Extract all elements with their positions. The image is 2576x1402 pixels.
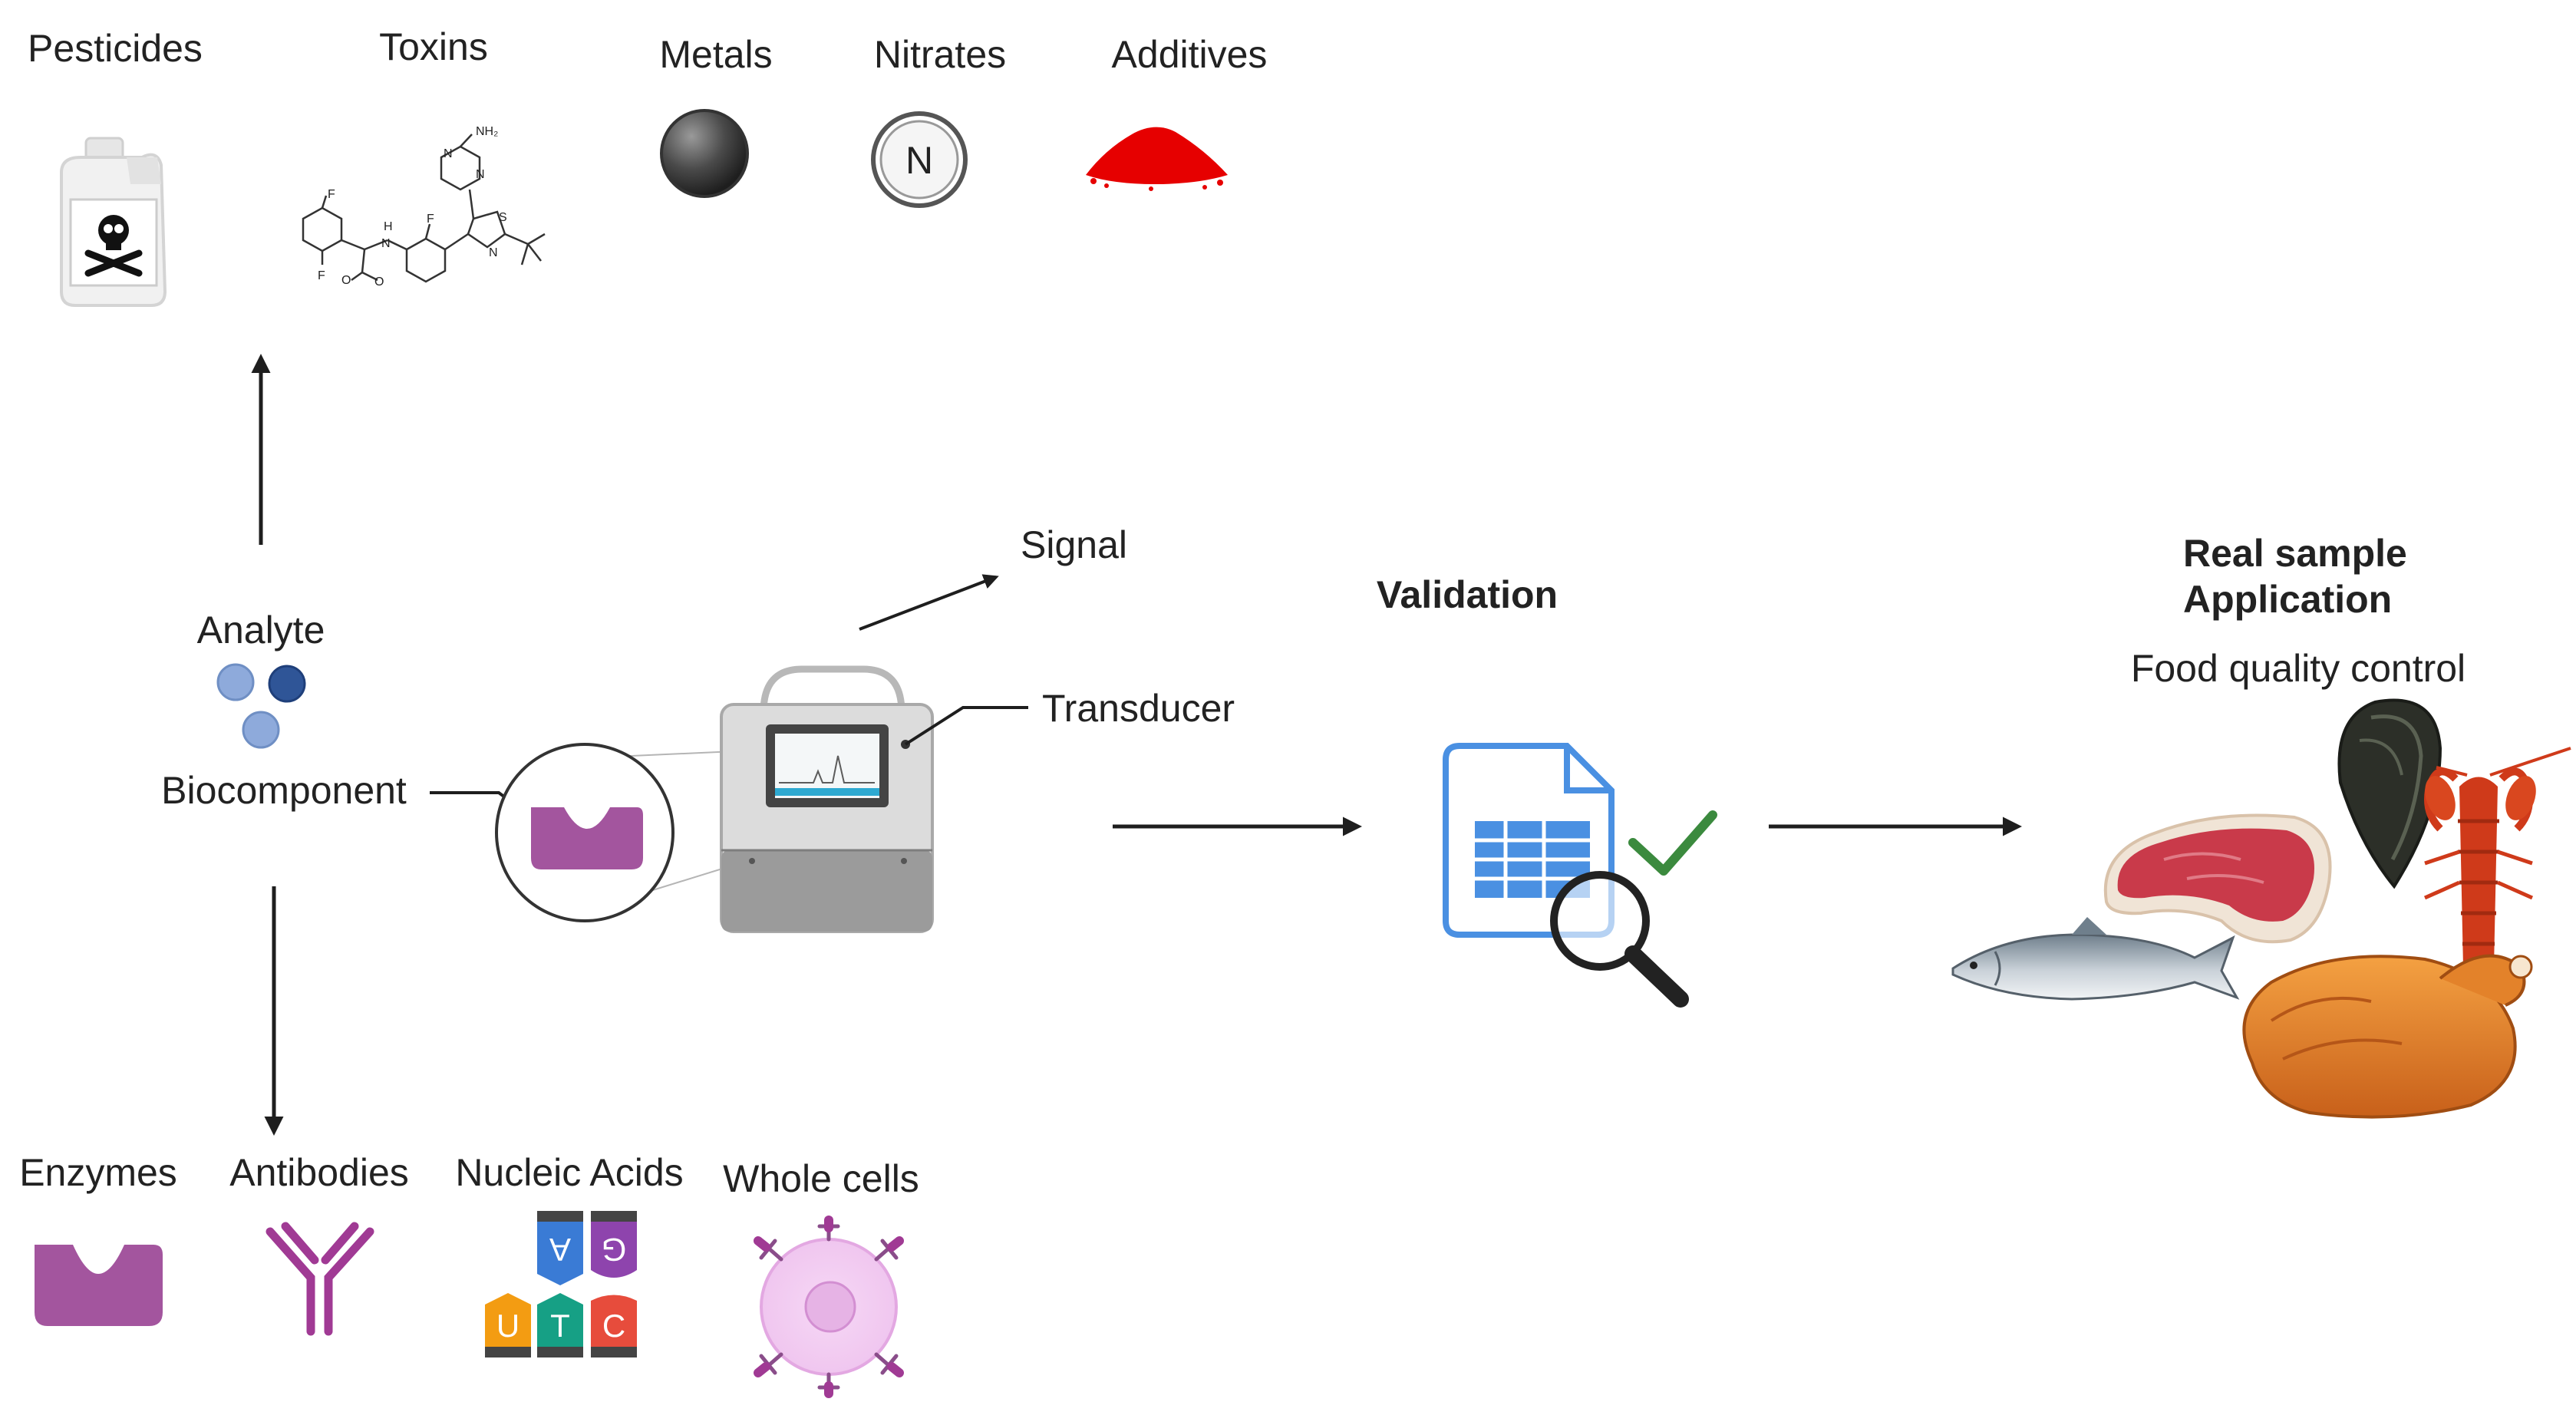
nitrate-symbol: N [905,139,933,182]
additives-label: Additives [1112,33,1268,76]
enzyme-icon [35,1245,163,1326]
atom-f3: F [427,213,434,226]
base-c: C [602,1308,625,1344]
atom-o2: O [374,275,384,289]
base-a: A [549,1232,571,1268]
pesticide-jug-icon [60,137,167,307]
signal-label: Signal [1021,523,1127,566]
application-title-line2: Application [2183,578,2392,621]
biocomponent-label: Biocomponent [161,769,407,812]
toxins-label: Toxins [379,25,488,68]
enzymes-label: Enzymes [19,1151,177,1194]
metals-label: Metals [659,33,772,76]
nitrates-label: Nitrates [874,33,1006,76]
transducer-label: Transducer [1042,687,1235,730]
atom-n2: N [476,168,485,181]
lobster-icon [2423,747,2571,975]
atom-f1: F [328,188,335,201]
atom-n1: N [444,147,453,160]
base-g: G [602,1232,627,1268]
magnifier-icon [1550,871,1689,1008]
pesticides-label: Pesticides [28,27,203,70]
nitrate-circle-icon: N [871,111,968,208]
analyte-label: Analyte [197,609,325,652]
antibody-icon [266,1222,374,1336]
nucleic-acids-label: Nucleic Acids [455,1151,683,1194]
base-t: T [550,1308,570,1344]
transducer-leader-line [904,706,1028,746]
antibodies-label: Antibodies [229,1151,409,1194]
steak-icon [2103,813,2332,944]
whole-cell-icon [754,1216,904,1398]
roast-turkey-icon [2242,954,2533,1119]
metal-sphere-icon [660,109,749,198]
atom-s: S [499,211,507,224]
signal-arrow [859,574,999,631]
toxin-molecule-icon [302,134,546,283]
biorecognition-zoom-circle [495,743,753,922]
atom-h: H [384,220,393,233]
analyte-dots-icon [216,663,306,749]
mussel-icon [2337,698,2442,889]
whole-cells-label: Whole cells [723,1157,919,1200]
atom-n3: N [489,246,498,259]
atom-f2: F [318,269,325,282]
additive-powder-icon [1086,127,1228,191]
atom-n4: N [381,237,391,250]
fish-icon [1951,917,2240,1001]
nucleic-acid-icon [485,1211,637,1357]
nucleic-acid-bases: U A T G C [496,1232,627,1344]
application-subtitle: Food quality control [2131,647,2466,690]
atom-nh2: NH₂ [476,125,498,138]
atom-o1: O [341,274,351,287]
base-u: U [496,1308,519,1344]
application-title-line1: Real sample [2183,532,2407,575]
check-icon [1628,810,1717,876]
validation-title: Validation [1377,573,1558,616]
transducer-device-icon [720,665,934,933]
toxin-molecule-atoms: NH₂ N N S N F F F H N O O [318,125,507,289]
